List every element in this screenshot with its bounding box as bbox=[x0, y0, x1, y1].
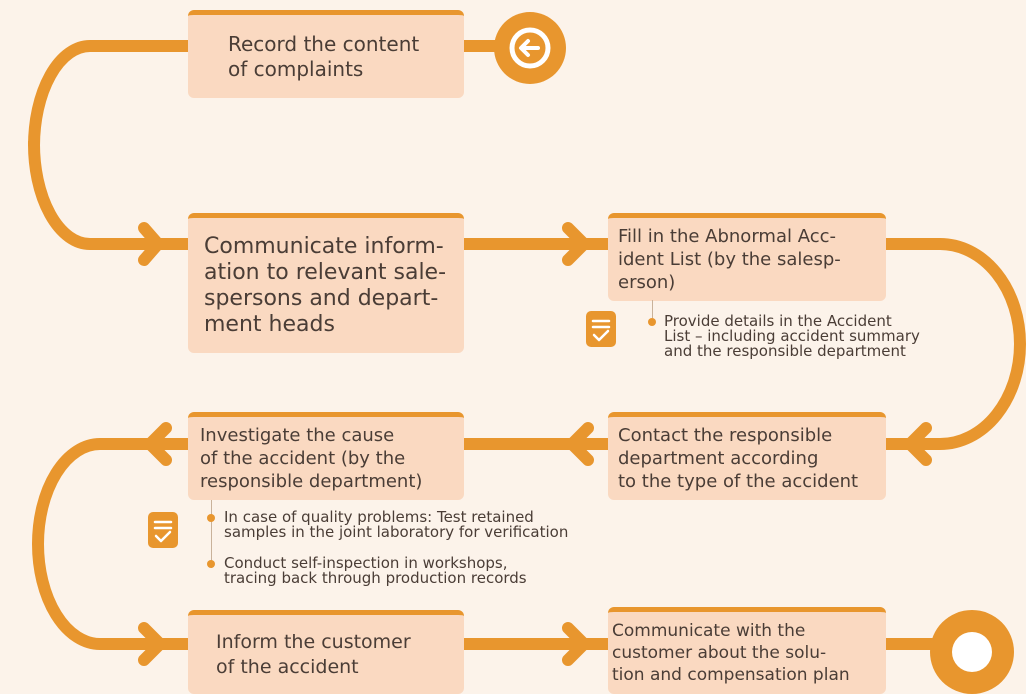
step-solution: Communicate with the customer about the … bbox=[608, 607, 886, 694]
flow-line-left-loop bbox=[32, 438, 196, 650]
step-contact-label: Contact the responsible department accor… bbox=[618, 425, 859, 492]
arrow-head-row4-mid bbox=[562, 622, 590, 666]
arrow-head-row3-left bbox=[144, 422, 172, 466]
step-inform-label: Inform the customer of the accident bbox=[216, 630, 411, 678]
arrow-head-row4-left bbox=[138, 622, 166, 666]
arrow-head-row3-right bbox=[904, 422, 932, 466]
flow-line-start bbox=[27, 40, 196, 250]
step-fill-list: Fill in the Abnormal Acc- ident List (by… bbox=[608, 213, 886, 301]
bullet-dot bbox=[207, 560, 215, 568]
step-contact: Contact the responsible department accor… bbox=[608, 412, 886, 500]
checklist-icon bbox=[148, 512, 178, 548]
arrow-head-row2-mid bbox=[562, 222, 590, 266]
note-self-inspection: Conduct self-inspection in workshops, tr… bbox=[224, 554, 527, 587]
step-record: Record the content of complaints bbox=[188, 10, 464, 98]
note-quality: In case of quality problems: Test retain… bbox=[224, 508, 569, 541]
end-circle-icon bbox=[930, 610, 1014, 694]
step-communicate-label: Communicate inform- ation to relevant sa… bbox=[204, 233, 447, 337]
step-fill-list-label: Fill in the Abnormal Acc- ident List (by… bbox=[618, 226, 841, 293]
note-connector bbox=[652, 300, 653, 318]
checklist-icon bbox=[586, 311, 616, 347]
note-connector bbox=[211, 500, 212, 568]
step-record-label: Record the content of complaints bbox=[228, 31, 420, 81]
bullet-dot bbox=[207, 514, 215, 522]
note-accident-list: Provide details in the Accident List – i… bbox=[664, 312, 920, 360]
step-inform: Inform the customer of the accident bbox=[188, 610, 464, 694]
arrow-head-row2-left bbox=[138, 222, 164, 266]
bullet-dot bbox=[648, 318, 656, 326]
step-investigate: Investigate the cause of the accident (b… bbox=[188, 412, 464, 500]
arrow-left-circle-icon bbox=[494, 12, 566, 84]
step-investigate-label: Investigate the cause of the accident (b… bbox=[200, 425, 423, 492]
step-communicate: Communicate inform- ation to relevant sa… bbox=[188, 213, 464, 353]
step-solution-label: Communicate with the customer about the … bbox=[612, 621, 850, 685]
arrow-head-row3-mid bbox=[566, 422, 594, 466]
flow-line-right-loop bbox=[874, 238, 1026, 450]
